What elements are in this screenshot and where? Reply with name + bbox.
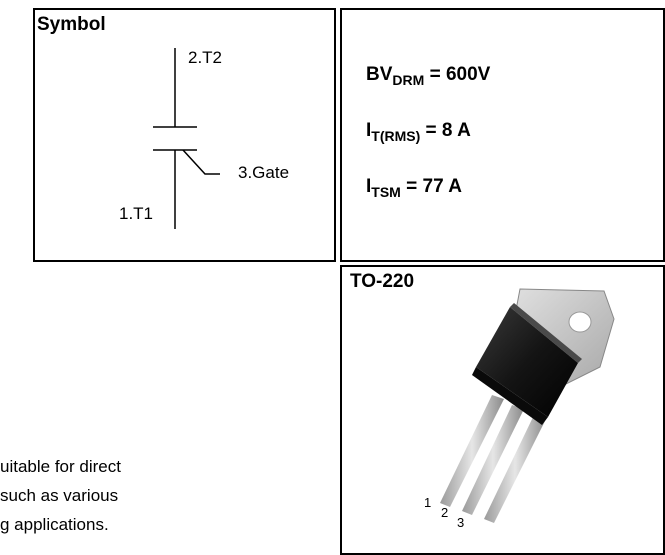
pin-3-label: 3	[457, 515, 465, 530]
pin-1-label: 1	[424, 495, 432, 510]
description-line-1: uitable for direct	[0, 457, 121, 476]
symbol-panel: Symbol 2.T2 3.Gate 1.T1	[33, 8, 336, 262]
bv-drm-rating: BVDRM = 600V	[366, 64, 491, 88]
triac-symbol	[153, 48, 220, 229]
description-line-2: such as various	[0, 486, 119, 505]
package-panel: TO-220 1 2	[340, 265, 665, 555]
it-rms-rating: IT(RMS) = 8 A	[366, 120, 471, 144]
pin-2-label: 2	[441, 505, 449, 520]
t2-label: 2.T2	[188, 48, 223, 67]
gate-label: 3.Gate	[238, 163, 290, 182]
ratings-panel: BVDRM = 600V IT(RMS) = 8 A ITSM = 77 A	[340, 8, 665, 262]
symbol-title: Symbol	[37, 14, 106, 35]
itsm-rating: ITSM = 77 A	[366, 176, 462, 200]
to220-package-image	[440, 288, 615, 523]
description-line-3: g applications.	[0, 515, 109, 534]
package-title: TO-220	[350, 271, 415, 292]
t1-label: 1.T1	[119, 204, 154, 223]
